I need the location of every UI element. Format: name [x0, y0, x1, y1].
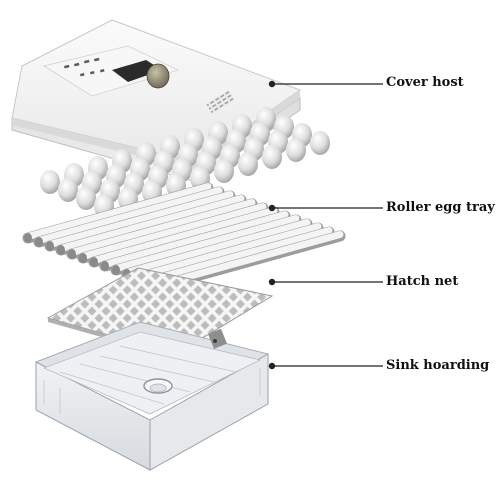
egg	[286, 138, 306, 162]
sink-fan-mount	[208, 328, 227, 349]
egg	[76, 186, 96, 210]
roller-tube	[123, 219, 311, 276]
callout-label-sink-hoarding: Sink hoarding	[386, 358, 490, 373]
roller-tube	[134, 223, 322, 280]
roller-tube	[57, 195, 245, 252]
egg	[238, 152, 258, 176]
roller-tube	[156, 231, 344, 288]
cover-vent	[206, 90, 235, 115]
roller-end-cap	[90, 257, 98, 267]
roller-tube	[46, 191, 234, 248]
roller-tube	[101, 211, 289, 268]
leader-dot-cover	[268, 80, 276, 88]
roller-end-cap	[57, 245, 65, 255]
control-knob	[146, 63, 170, 89]
leader-dot-sink	[268, 362, 276, 370]
callout-leaders	[268, 80, 383, 370]
egg-group	[40, 107, 330, 218]
control-panel	[42, 45, 180, 97]
roller-end-cap	[35, 237, 43, 247]
roller-end-cap	[68, 249, 76, 259]
roller-end-cap	[46, 241, 54, 251]
roller-end-cap	[24, 233, 32, 243]
roller-end-cap	[112, 265, 120, 275]
roller-tube	[68, 199, 256, 256]
roller-egg-tray-part	[22, 182, 346, 292]
fan-screw	[213, 339, 217, 343]
sink-floor	[42, 331, 262, 415]
leader-dot-roller	[268, 204, 276, 212]
roller-tube	[145, 227, 333, 284]
callout-label-cover-host: Cover host	[386, 75, 464, 90]
callout-label-hatch-net: Hatch net	[386, 274, 459, 289]
sink-well-inner	[149, 383, 167, 393]
callout-label-roller-egg-tray: Roller egg tray	[386, 200, 495, 215]
panel-buttons	[64, 57, 105, 77]
egg	[214, 159, 234, 183]
roller-tube	[35, 187, 223, 244]
roller-tube	[79, 203, 267, 260]
sink-right-wall	[149, 353, 269, 471]
roller-tube	[24, 183, 212, 240]
display-screen	[112, 60, 162, 82]
leader-dot-net	[268, 278, 276, 286]
egg	[262, 145, 282, 169]
sink-hoarding-part	[35, 321, 269, 471]
egg	[310, 131, 330, 155]
roller-end-cap	[79, 253, 87, 263]
egg	[40, 170, 60, 194]
egg	[58, 178, 78, 202]
roller-tube	[112, 215, 300, 272]
roller-tube	[90, 207, 278, 264]
roller-end-cap	[101, 261, 109, 271]
